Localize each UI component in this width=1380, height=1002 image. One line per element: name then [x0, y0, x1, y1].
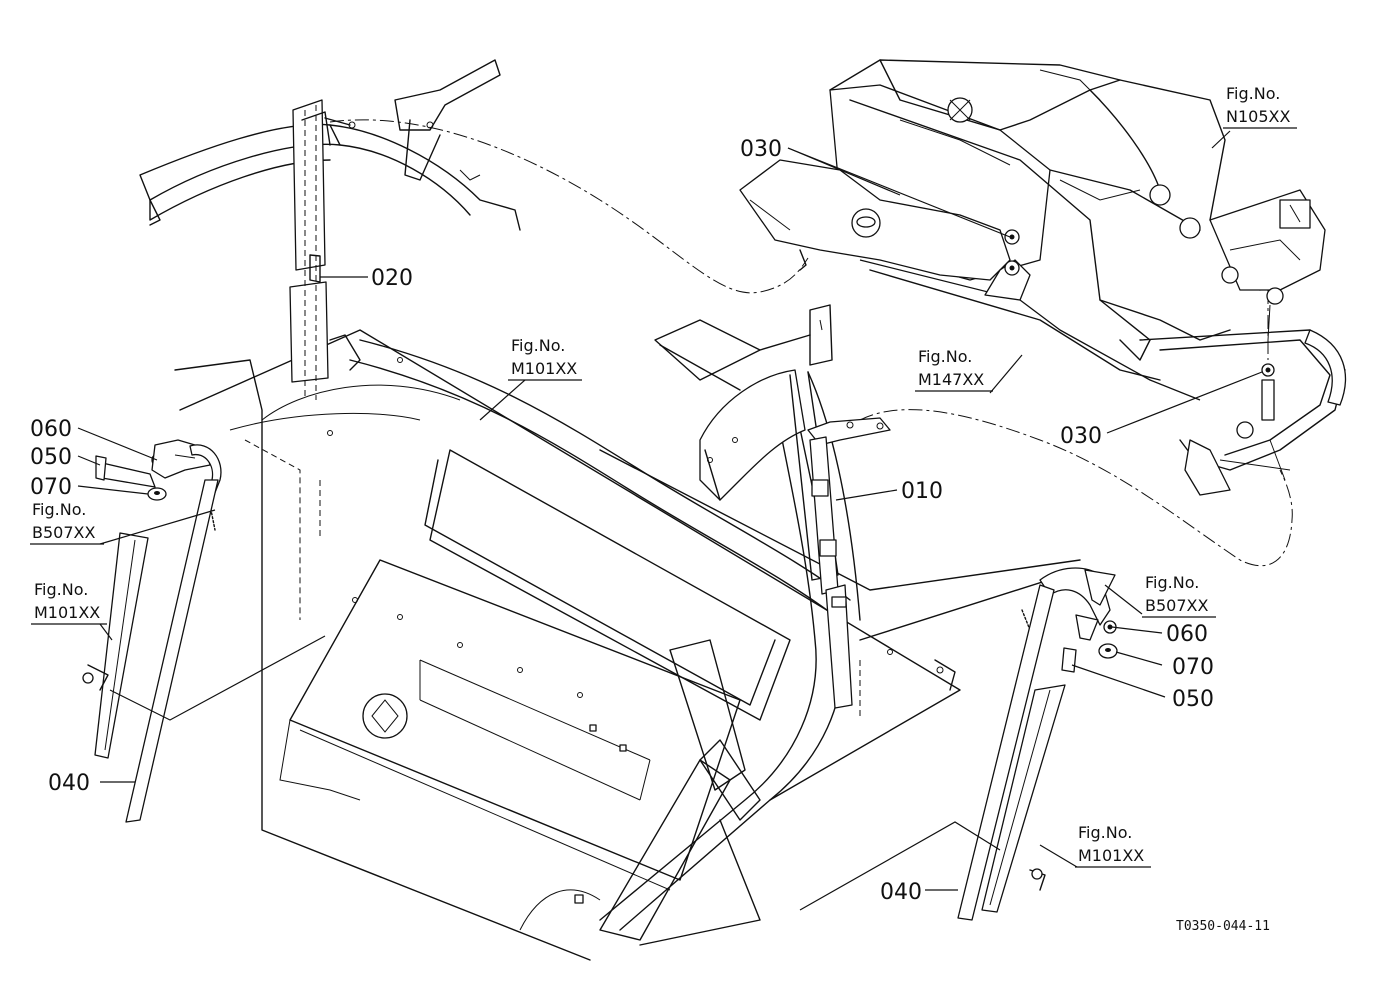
fig-ref-m101-left: Fig.No. M101XX	[31, 580, 107, 625]
part-label-050: 050	[1172, 687, 1214, 712]
svg-text:Fig.No.: Fig.No.	[511, 336, 565, 355]
svg-text:B507XX: B507XX	[32, 523, 95, 542]
fig-ref-b507-right: Fig.No. B507XX	[1142, 573, 1216, 618]
fig-ref-m101-center: Fig.No. M101XX	[508, 336, 582, 381]
cab-frame	[174, 329, 1081, 961]
part-labels: 020 030 030 010 060 050 070 040 060 070 …	[30, 137, 1214, 905]
part-label-040: 040	[48, 771, 90, 796]
part-label-020: 020	[371, 266, 413, 291]
svg-text:Fig.No.: Fig.No.	[1145, 573, 1199, 592]
hvac-right-tray	[1139, 329, 1347, 496]
svg-text:Fig.No.: Fig.No.	[32, 500, 86, 519]
svg-text:Fig.No.: Fig.No.	[34, 580, 88, 599]
part-label-030: 030	[740, 137, 782, 162]
drawing-code: T0350-044-11	[1176, 919, 1270, 934]
svg-text:Fig.No.: Fig.No.	[918, 347, 972, 366]
part-label-070: 070	[1172, 655, 1214, 680]
part-label-010: 010	[901, 479, 943, 504]
svg-text:Fig.No.: Fig.No.	[1226, 84, 1280, 103]
fig-ref-m101-right: Fig.No. M101XX	[1075, 823, 1151, 868]
part-label-040: 040	[880, 880, 922, 905]
part-010-pipe	[807, 417, 891, 709]
part-label-060: 060	[1166, 622, 1208, 647]
part-020-assembly	[289, 99, 361, 400]
part-label-030: 030	[1060, 424, 1102, 449]
svg-text:M101XX: M101XX	[1078, 846, 1144, 865]
svg-text:M147XX: M147XX	[918, 370, 984, 389]
svg-text:M101XX: M101XX	[34, 603, 100, 622]
part-label-070: 070	[30, 475, 72, 500]
right-rear-pillar	[957, 567, 1118, 921]
left-rear-pillar	[82, 439, 222, 823]
fig-ref-b507-left: Fig.No. B507XX	[30, 500, 104, 545]
svg-text:N105XX: N105XX	[1226, 107, 1290, 126]
part-label-060: 060	[30, 417, 72, 442]
figure-references: Fig.No. N105XX Fig.No. M101XX Fig.No. M1…	[30, 84, 1297, 868]
svg-text:M101XX: M101XX	[511, 359, 577, 378]
fig-ref-m147: Fig.No. M147XX	[915, 347, 993, 392]
hvac-lower-duct	[739, 159, 1201, 401]
leader-lines	[77, 130, 1263, 911]
svg-text:B507XX: B507XX	[1145, 596, 1208, 615]
fig-ref-n105: Fig.No. N105XX	[1223, 84, 1297, 129]
part-label-050: 050	[30, 445, 72, 470]
svg-text:Fig.No.: Fig.No.	[1078, 823, 1132, 842]
